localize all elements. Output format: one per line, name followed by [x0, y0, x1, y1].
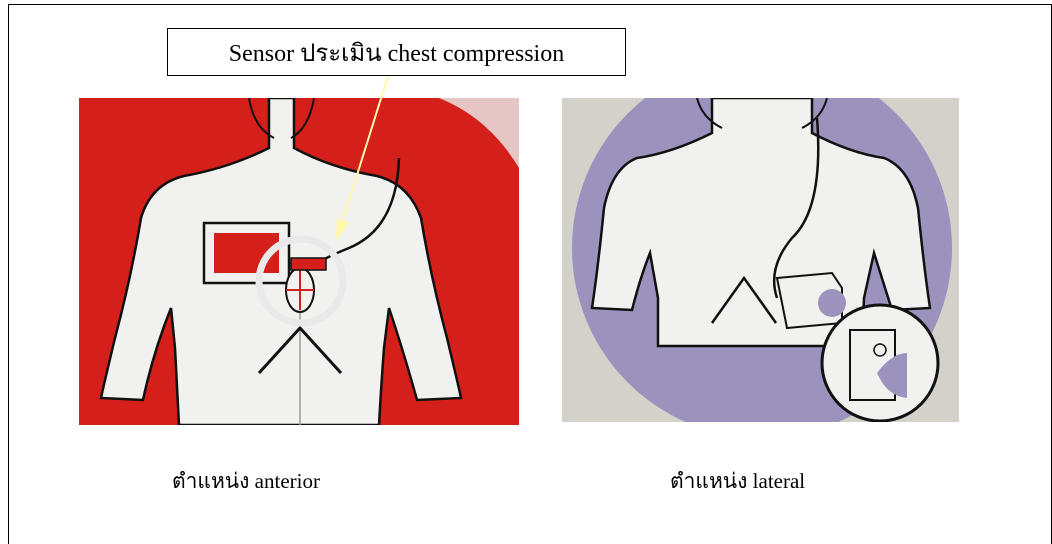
anterior-placement-photo [79, 98, 519, 425]
lateral-caption: ตำแหน่ง lateral [670, 465, 805, 498]
anterior-caption: ตำแหน่ง anterior [172, 465, 320, 498]
lateral-placement-photo [562, 98, 959, 422]
sensor-callout-label: Sensor ประเมิน chest compression [167, 28, 626, 76]
